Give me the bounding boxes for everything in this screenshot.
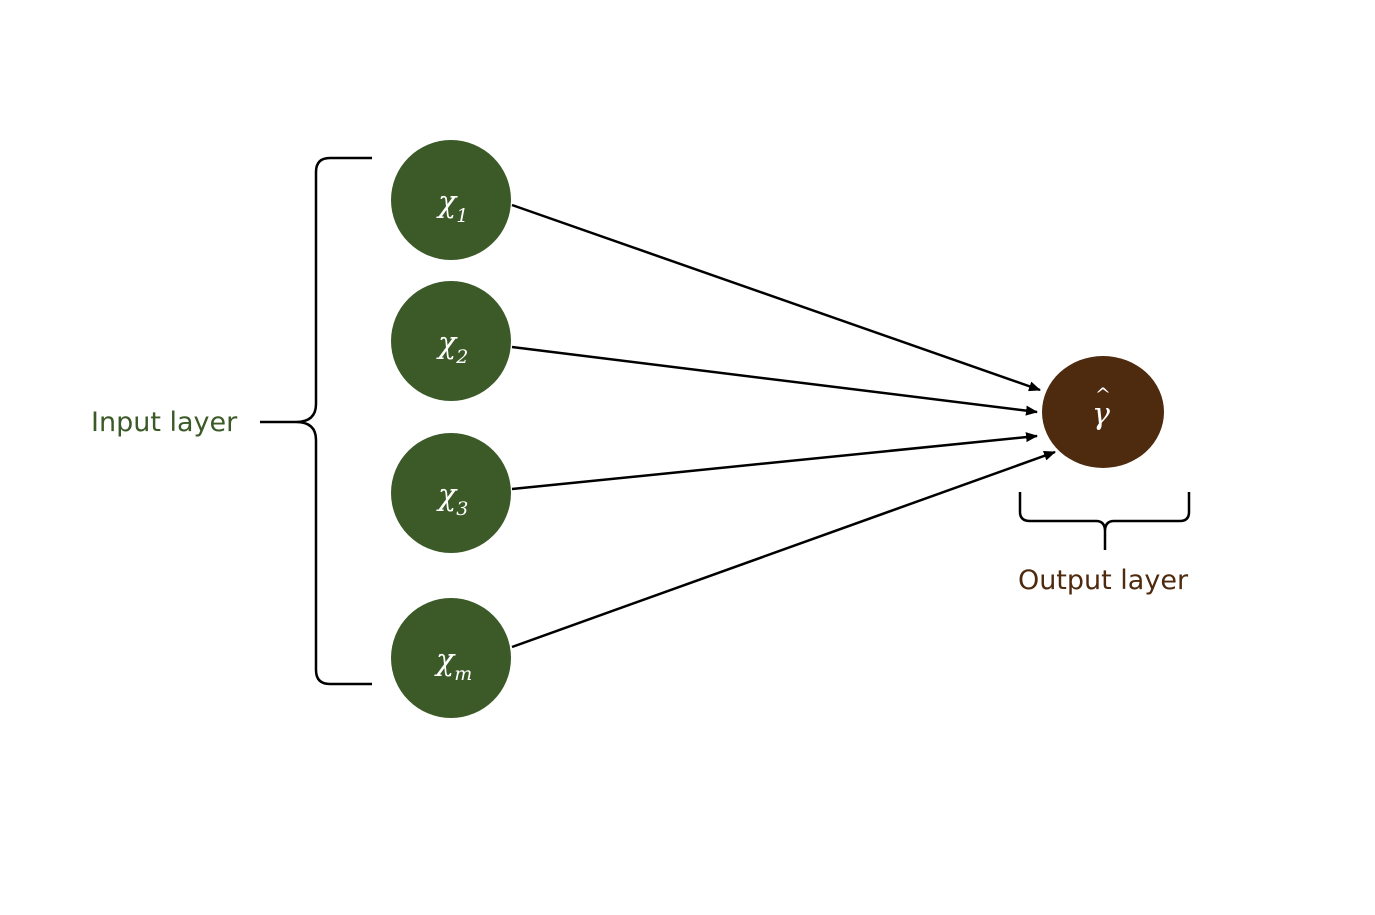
svg-text:χ2: χ2	[436, 326, 468, 368]
svg-text:χm: χm	[434, 643, 472, 685]
input-layer-brace	[260, 156, 372, 686]
svg-text:χ3: χ3	[436, 478, 468, 520]
edges	[511, 203, 1056, 649]
edge-x3-to-output	[511, 432, 1038, 491]
input-node-2-subscript: 2	[455, 346, 468, 368]
input-layer-label: Input layer	[91, 407, 238, 438]
output-node-symbol: γ	[1092, 397, 1110, 432]
input-node-1-subscript: 1	[456, 205, 468, 227]
input-node-m: χm	[391, 598, 511, 718]
edge-x2-to-output	[511, 345, 1038, 416]
input-node-3: χ3	[391, 433, 511, 553]
input-node-3-subscript: 3	[456, 498, 468, 520]
input-node-m-subscript: m	[454, 663, 472, 685]
input-node-1-symbol: χ	[436, 185, 458, 220]
input-node-m-symbol: χ	[434, 643, 456, 678]
output-layer-label: Output layer	[1018, 565, 1189, 596]
edge-x1-to-output	[511, 203, 1041, 392]
svg-text:χ1: χ1	[436, 185, 468, 227]
input-node-1: χ1	[391, 140, 511, 260]
output-node-accent: ^	[1095, 384, 1111, 406]
input-node-2: χ2	[391, 281, 511, 401]
edge-xm-to-output	[511, 450, 1056, 649]
output-node: ^ γ	[1042, 356, 1164, 468]
input-node-2-symbol: χ	[436, 326, 458, 361]
input-node-3-symbol: χ	[436, 478, 458, 513]
output-layer-brace	[1018, 492, 1191, 550]
